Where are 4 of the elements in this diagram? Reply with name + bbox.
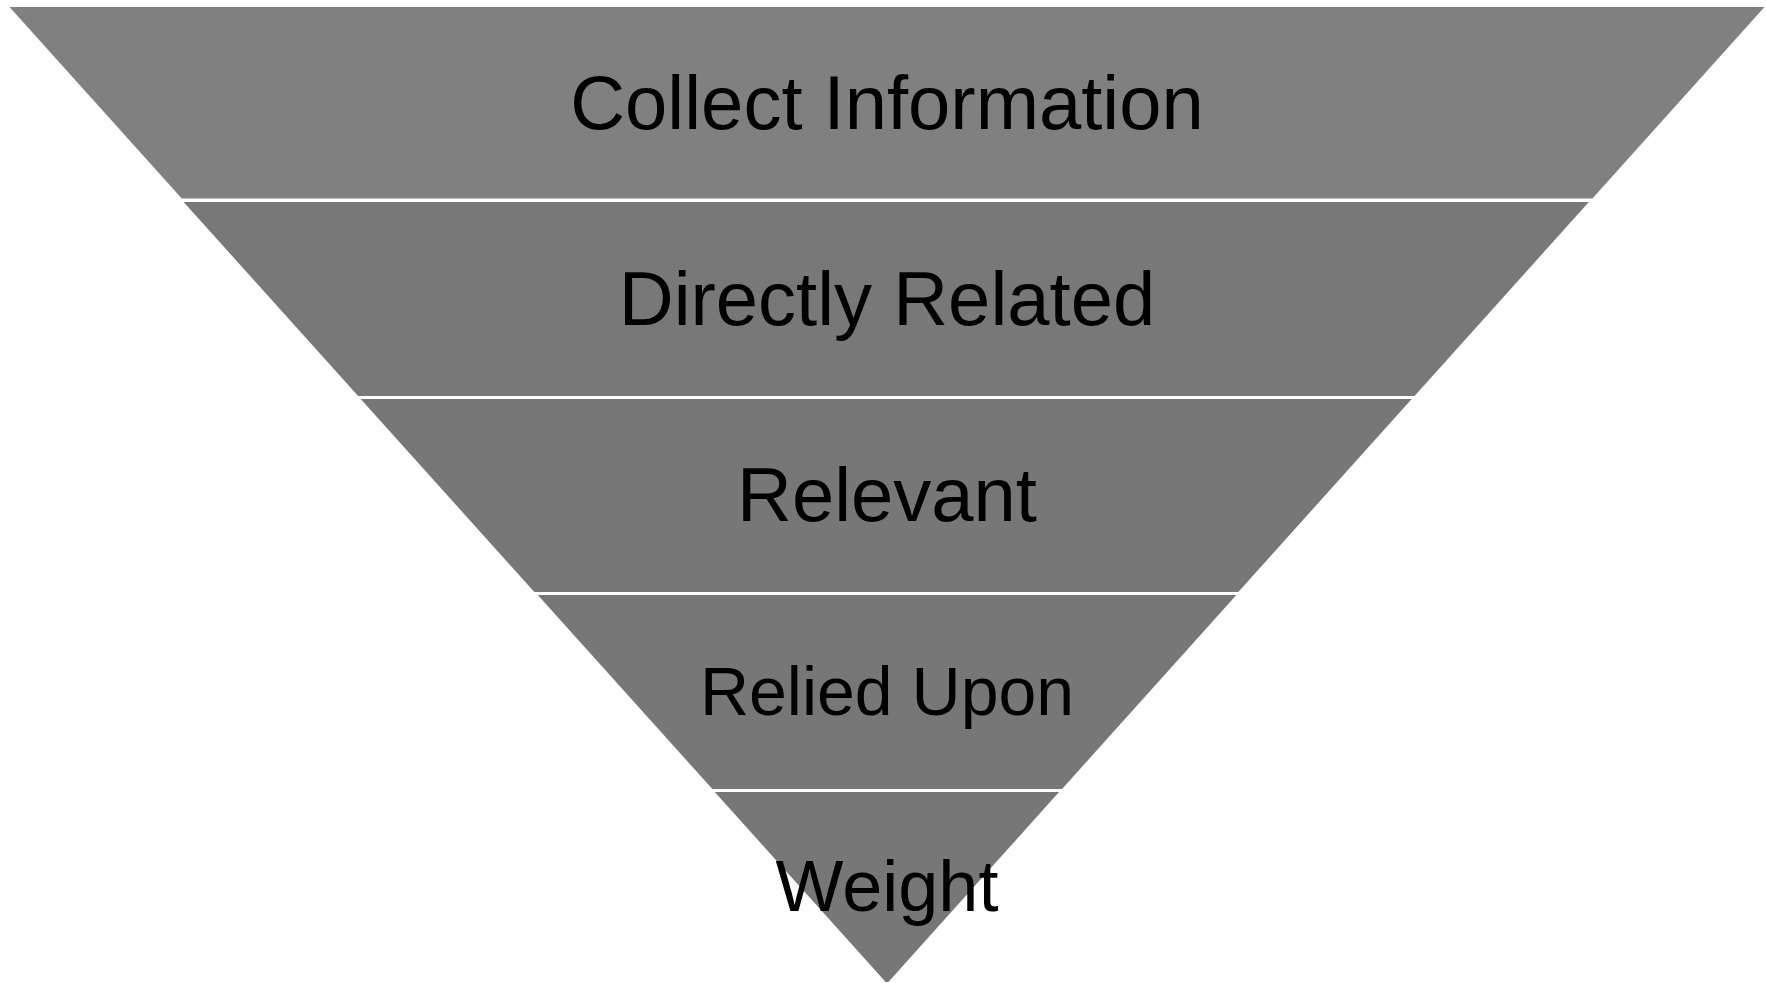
band-label: Directly Related: [618, 256, 1156, 341]
band-label: Collect Information: [570, 60, 1204, 145]
band-label: Relevant: [737, 453, 1037, 537]
band-label: Relied Upon: [699, 654, 1075, 729]
